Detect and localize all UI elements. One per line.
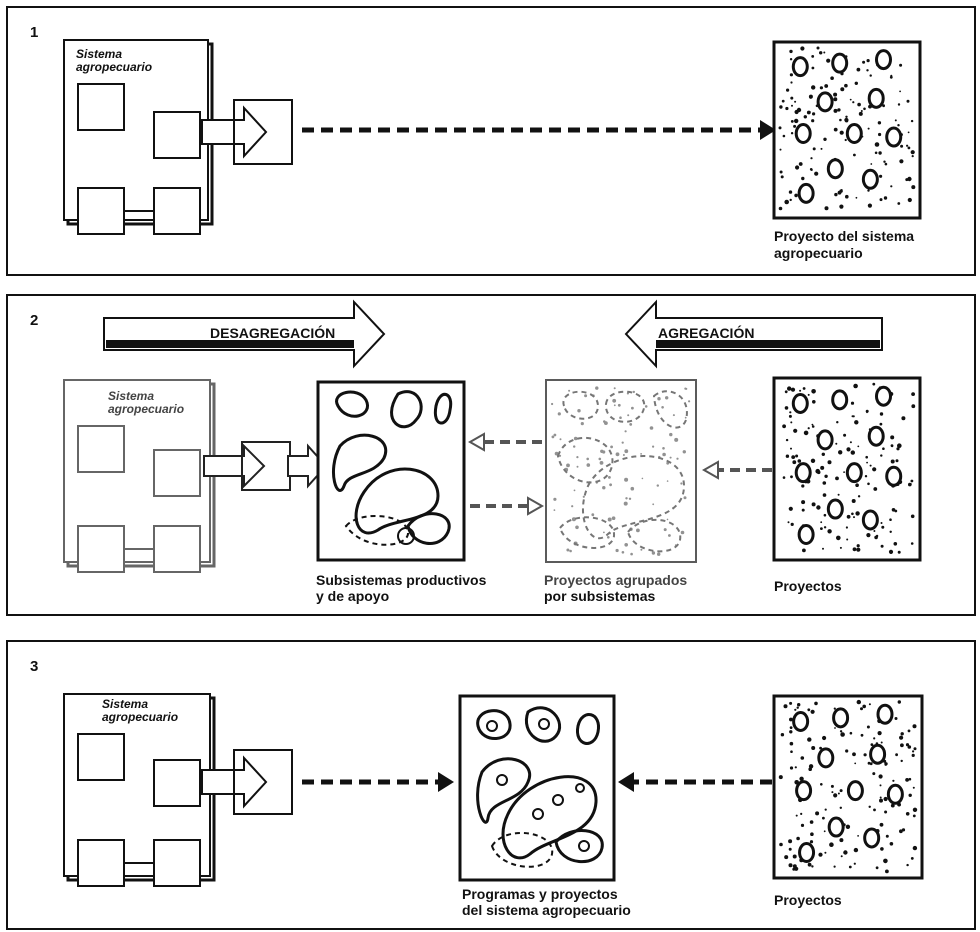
dotted-project-card — [772, 694, 924, 880]
grouped-projects-box — [545, 379, 697, 563]
caption-line2: agropecuario — [774, 245, 863, 261]
system-label-line2: agropecuario — [76, 60, 153, 74]
output-box — [233, 99, 293, 165]
caption-projects: Proyectos — [774, 578, 842, 594]
caption-grouped-line2: por subsistemas — [544, 588, 656, 604]
caption-subsystems-line1: Subsistemas productivos — [316, 572, 487, 588]
hollow-arrow — [203, 443, 266, 489]
desagregacion-banner-arrow — [103, 299, 386, 369]
caption-subsystems-line2: y de apoyo — [316, 588, 390, 604]
system-box — [63, 693, 216, 887]
system-label-line2: agropecuario — [108, 402, 185, 416]
panel-3-drawing — [63, 693, 924, 887]
panel-1-drawing — [63, 39, 922, 235]
panel-1: 1 Sistema agropecuario Proyecto del sist… — [6, 6, 976, 276]
caption-projects: Proyectos — [774, 892, 842, 908]
system-label-line1: Sistema — [76, 47, 123, 61]
component-square — [153, 187, 201, 235]
dotted-project-card — [772, 40, 922, 220]
caption-programs-line1: Programas y proyectos — [462, 886, 618, 902]
subsystems-box — [316, 380, 466, 562]
system-label-line1: Sistema — [102, 697, 149, 711]
desagregacion-label: DESAGREGACIÓN — [210, 325, 336, 341]
caption-programs-line2: del sistema agropecuario — [462, 902, 631, 918]
system-label-line2: agropecuario — [102, 710, 179, 724]
agregacion-banner-arrow — [624, 299, 883, 369]
panel-number: 2 — [30, 312, 39, 329]
component-square — [77, 83, 125, 131]
agregacion-label: AGREGACIÓN — [658, 325, 755, 341]
programs-box — [458, 694, 616, 882]
component-square — [77, 187, 125, 235]
panel-number: 3 — [30, 658, 39, 675]
dotted-project-card — [772, 376, 922, 562]
panel-number: 1 — [30, 24, 39, 41]
component-square — [153, 111, 201, 159]
caption-grouped-line1: Proyectos agrupados — [544, 572, 688, 588]
system-box — [63, 379, 216, 573]
panel-2-drawing — [63, 299, 922, 573]
panel-2: 2 — [6, 294, 976, 616]
output-box — [233, 749, 293, 815]
caption-line1: Proyecto del sistema — [774, 228, 915, 244]
panel-3: 3 — [6, 640, 976, 930]
system-label-line1: Sistema — [108, 389, 155, 403]
